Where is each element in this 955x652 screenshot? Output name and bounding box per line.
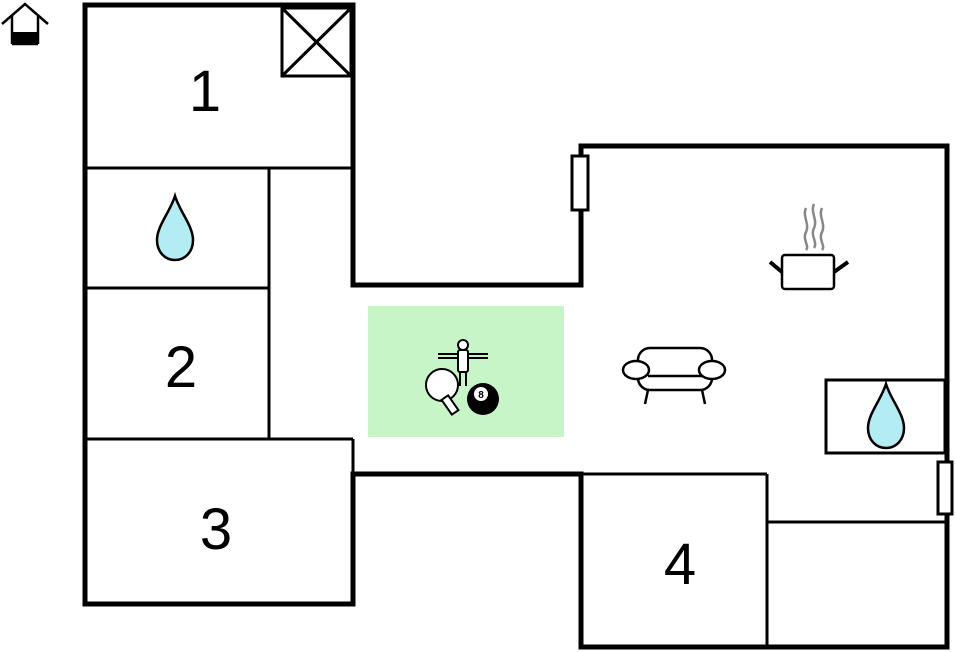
sofa-icon <box>621 346 727 405</box>
billiard-ball-icon: 8 <box>467 383 499 415</box>
billiard-ball-number: 8 <box>478 390 484 401</box>
room-3-label: 3 <box>200 497 232 562</box>
house-floor-icon <box>1 2 49 46</box>
room-4-label: 4 <box>664 532 696 597</box>
table-tennis-paddle-icon <box>425 368 460 417</box>
cooking-pot-icon <box>768 203 850 291</box>
water-drop-icon <box>155 191 195 262</box>
room-1-label: 1 <box>189 59 221 124</box>
interior-walls <box>85 166 947 647</box>
outer-walls <box>82 2 950 650</box>
window-left <box>570 154 590 212</box>
window-right <box>936 460 954 516</box>
room-2-label: 2 <box>165 335 197 400</box>
water-drop-icon <box>866 379 906 450</box>
crossed-box-icon <box>280 6 353 78</box>
foosball-icon <box>438 339 488 386</box>
